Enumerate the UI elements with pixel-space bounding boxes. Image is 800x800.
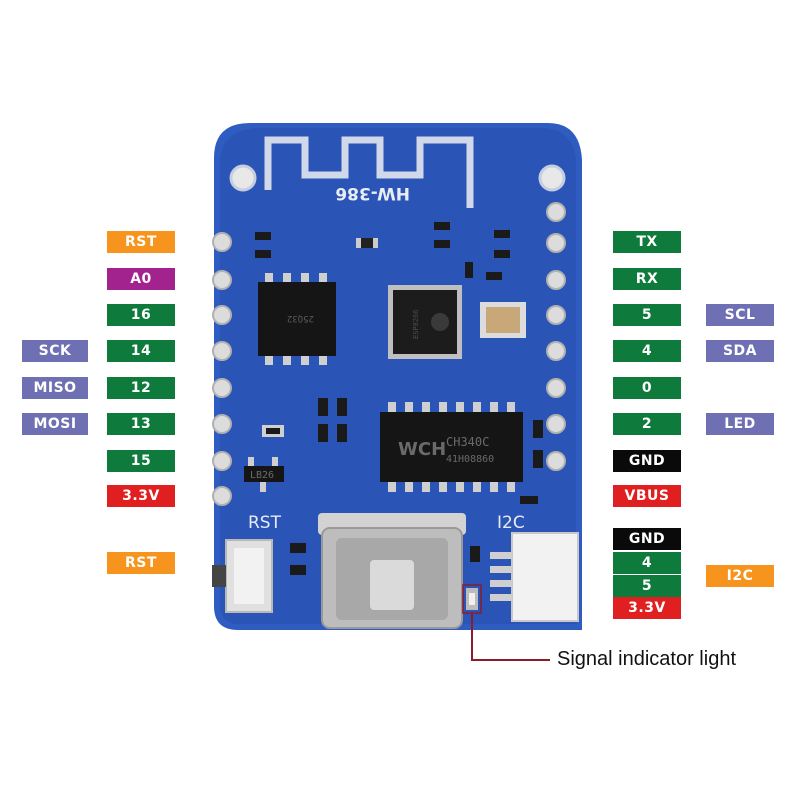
pin-label-13: 13 — [107, 413, 175, 435]
right-header — [546, 202, 566, 471]
function-label-miso: MISO — [22, 377, 88, 399]
pin-label-16: 16 — [107, 304, 175, 326]
pin-label-vbus: VBUS — [613, 485, 681, 507]
svg-text:LB26: LB26 — [250, 470, 274, 481]
i2c-silk: I2C — [497, 513, 525, 533]
regulator-chip: LB26 — [244, 457, 284, 492]
pin-label-rst: RST — [107, 231, 175, 253]
pin-label-14: 14 — [107, 340, 175, 362]
i2c-pin-4: 4 — [613, 552, 681, 574]
pin-label-5: 5 — [613, 304, 681, 326]
mounting-hole — [229, 164, 257, 192]
pin-label-15: 15 — [107, 450, 175, 472]
function-label-mosi: MOSI — [22, 413, 88, 435]
pin-label-2: 2 — [613, 413, 681, 435]
i2c-connector — [490, 532, 579, 622]
i2c-pin-5: 5 — [613, 575, 681, 597]
svg-text:ESP8266: ESP8266 — [412, 309, 420, 339]
mounting-hole — [538, 164, 566, 192]
function-label-scl: SCL — [706, 304, 774, 326]
pin-label-3v3: 3.3V — [107, 485, 175, 507]
callout-line — [471, 613, 550, 661]
pin-label-rx: RX — [613, 268, 681, 290]
rst-silk: RST — [248, 513, 282, 533]
smd-components — [255, 222, 543, 575]
function-label-sda: SDA — [706, 340, 774, 362]
function-label-sck: SCK — [22, 340, 88, 362]
signal-indicator-caption: Signal indicator light — [557, 648, 736, 670]
ch340c-chip: WCH CH340C 41H08860 — [380, 402, 523, 492]
function-label-led: LED — [706, 413, 774, 435]
esp8266-chip: ESP8266 — [388, 285, 462, 359]
flash-chip: 25Q32 — [258, 273, 336, 365]
svg-text:41H08860: 41H08860 — [446, 454, 494, 465]
left-header — [212, 232, 232, 506]
crystal-oscillator — [480, 302, 526, 338]
pin-label-gnd: GND — [613, 450, 681, 472]
model-silk: HW-386 — [335, 183, 410, 203]
pin-label-tx: TX — [613, 231, 681, 253]
svg-text:CH340C: CH340C — [446, 435, 489, 449]
pin-label-4: 4 — [613, 340, 681, 362]
pin-label-12: 12 — [107, 377, 175, 399]
i2c-label: I2C — [706, 565, 774, 587]
i2c-pin-3v3: 3.3V — [613, 597, 681, 619]
antenna-trace — [264, 136, 474, 208]
rst-button-label: RST — [107, 552, 175, 574]
pin-label-0: 0 — [613, 377, 681, 399]
svg-text:WCH: WCH — [398, 439, 446, 460]
svg-text:25Q32: 25Q32 — [287, 313, 314, 323]
i2c-pin-gnd: GND — [613, 528, 681, 550]
usb-c-port — [318, 513, 466, 629]
pin-label-a0: A0 — [107, 268, 175, 290]
reset-button — [212, 539, 273, 613]
